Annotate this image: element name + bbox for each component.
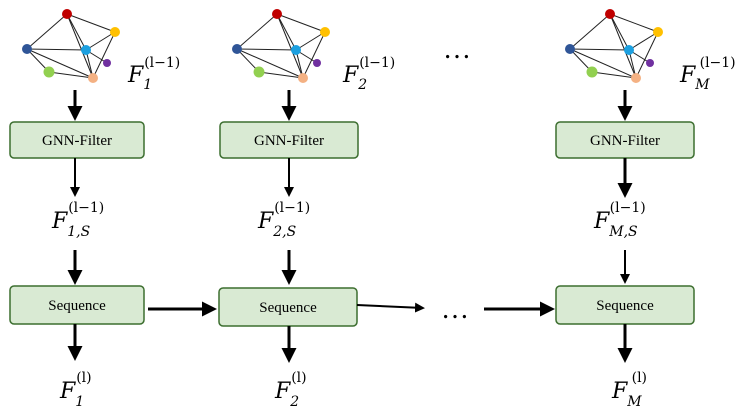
graph-node bbox=[298, 73, 308, 83]
graph-node bbox=[272, 9, 282, 19]
graph-node bbox=[43, 66, 55, 78]
column-2: F2(l−1) GNN-Filter F2,S(l−1) Sequence F2… bbox=[218, 9, 395, 410]
column-m: FM(l−1) GNN-Filter FM,S(l−1) Sequence FM… bbox=[555, 9, 736, 410]
sequence-box: Sequence bbox=[9, 285, 145, 325]
graph-edge bbox=[236, 48, 297, 51]
graph-node bbox=[253, 66, 265, 78]
graph-node bbox=[88, 73, 98, 83]
graph-edge bbox=[92, 31, 116, 79]
graph-node bbox=[631, 73, 641, 83]
svg-text:Sequence: Sequence bbox=[259, 300, 317, 316]
graph-node bbox=[646, 59, 654, 67]
graph-node bbox=[624, 45, 634, 55]
input-graph-icon bbox=[22, 9, 120, 83]
ellipsis-top: … bbox=[443, 34, 471, 65]
graph-edge bbox=[258, 71, 304, 79]
graph-node bbox=[565, 44, 575, 54]
graph-node bbox=[62, 9, 72, 19]
graph-edge bbox=[569, 13, 611, 50]
svg-text:Sequence: Sequence bbox=[48, 298, 106, 314]
graph-edge bbox=[26, 48, 87, 51]
graph-node bbox=[103, 59, 111, 67]
graph-edge bbox=[609, 13, 659, 33]
sequence-box: Sequence bbox=[218, 287, 358, 327]
graph-edge bbox=[236, 48, 304, 79]
graph-edge bbox=[26, 48, 94, 79]
gnn-filter-box: GNN-Filter bbox=[219, 121, 359, 159]
graph-node bbox=[605, 9, 615, 19]
input-feature-label: F2(l−1) bbox=[342, 55, 395, 93]
graph-edge bbox=[66, 13, 94, 79]
graph-node bbox=[22, 44, 32, 54]
graph-node bbox=[320, 27, 330, 37]
gnn-filter-box: GNN-Filter bbox=[555, 121, 695, 159]
gnn-filter-box: GNN-Filter bbox=[9, 121, 145, 159]
filtered-feature-label: F1,S(l−1) bbox=[51, 200, 104, 240]
graph-edge bbox=[609, 13, 637, 79]
svg-text:GNN-Filter: GNN-Filter bbox=[42, 133, 112, 149]
arrow-sequence-2-to-ellipsis bbox=[356, 302, 425, 313]
graph-edge bbox=[569, 48, 637, 79]
output-feature-label: FM(l) bbox=[611, 370, 647, 410]
graph-node bbox=[232, 44, 242, 54]
input-feature-label: FM(l−1) bbox=[679, 55, 736, 93]
graph-edge bbox=[591, 71, 637, 79]
graph-edge bbox=[48, 71, 94, 79]
graph-edge bbox=[569, 48, 630, 51]
graph-edge bbox=[302, 31, 326, 79]
ellipsis-bottom: … bbox=[441, 294, 469, 325]
column-1: F1(l−1) GNN-Filter F1,S(l−1) Sequence F1… bbox=[9, 9, 180, 410]
graph-edge bbox=[85, 31, 116, 51]
graph-node bbox=[291, 45, 301, 55]
svg-text:GNN-Filter: GNN-Filter bbox=[590, 133, 660, 149]
input-feature-label: F1(l−1) bbox=[127, 55, 180, 93]
graph-edge bbox=[295, 31, 326, 51]
graph-edge bbox=[276, 13, 304, 79]
graph-edge bbox=[66, 13, 116, 33]
input-graph-icon bbox=[565, 9, 663, 83]
output-feature-label: F1(l) bbox=[59, 370, 92, 410]
filtered-feature-label: F2,S(l−1) bbox=[257, 200, 310, 240]
svg-text:GNN-Filter: GNN-Filter bbox=[254, 133, 324, 149]
graph-edge bbox=[276, 13, 297, 51]
input-graph-icon bbox=[232, 9, 330, 83]
graph-edge bbox=[236, 13, 278, 50]
graph-edge bbox=[609, 13, 630, 51]
graph-edge bbox=[66, 13, 87, 51]
graph-edge bbox=[276, 13, 326, 33]
graph-node bbox=[110, 27, 120, 37]
filtered-feature-label: FM,S(l−1) bbox=[593, 200, 646, 240]
output-feature-label: F2(l) bbox=[274, 370, 307, 410]
graph-edge bbox=[635, 31, 659, 79]
svg-text:Sequence: Sequence bbox=[596, 298, 654, 314]
sequence-box: Sequence bbox=[555, 285, 695, 325]
graph-edge bbox=[628, 31, 659, 51]
graph-edge bbox=[26, 13, 68, 50]
graph-node bbox=[81, 45, 91, 55]
graph-node bbox=[313, 59, 321, 67]
graph-node bbox=[653, 27, 663, 37]
graph-node bbox=[586, 66, 598, 78]
